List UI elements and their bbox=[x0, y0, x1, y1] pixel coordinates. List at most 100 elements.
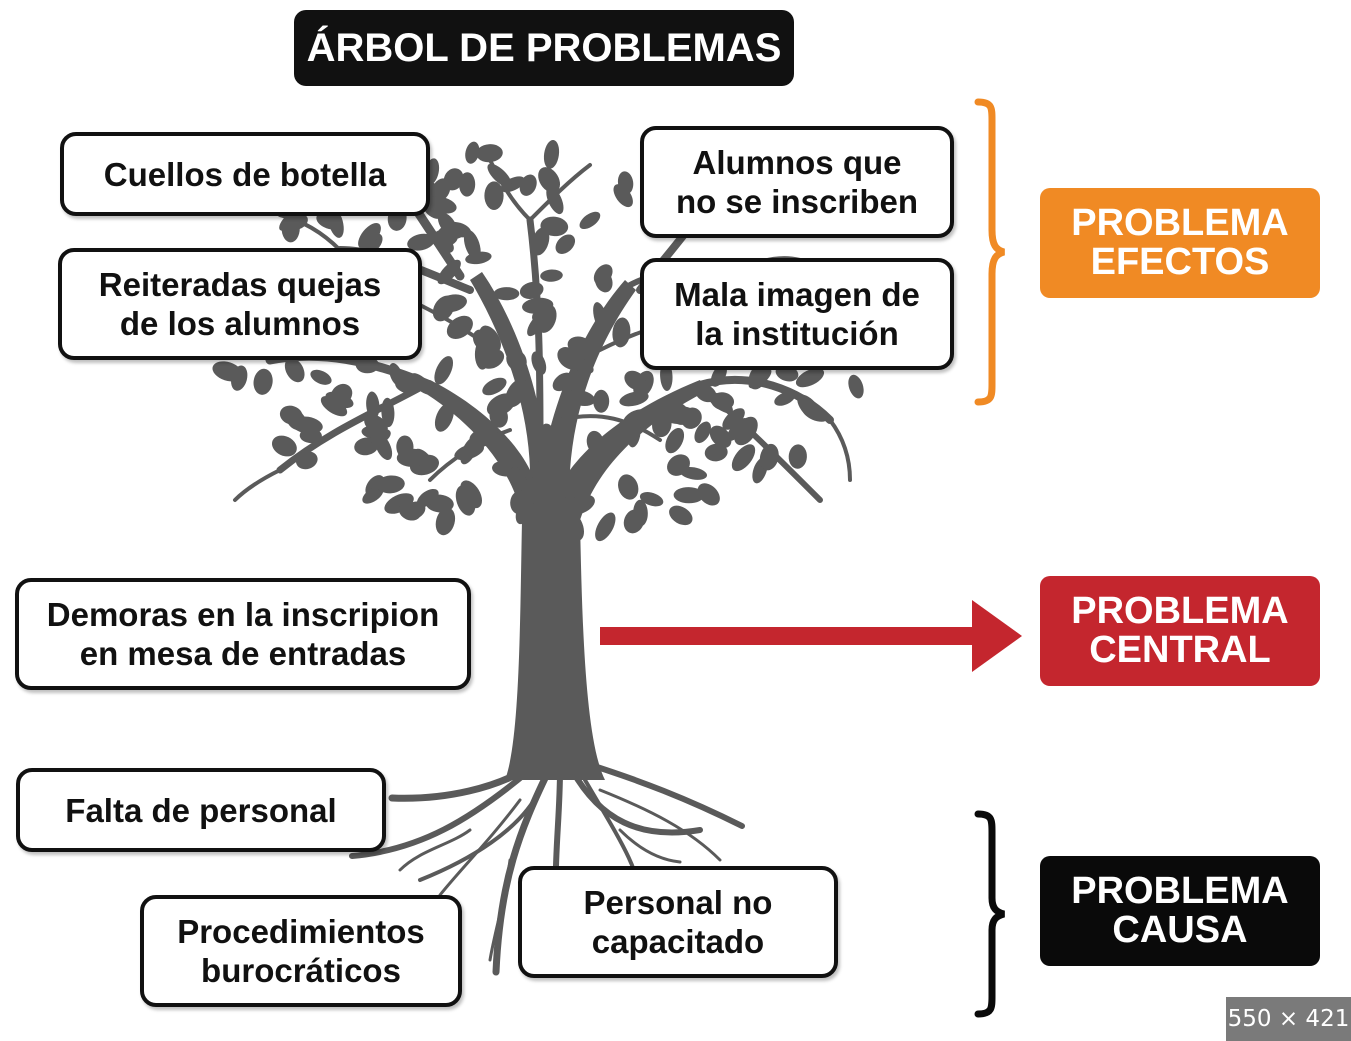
leaf bbox=[366, 391, 380, 420]
effect-box-bottlenecks: Cuellos de botella bbox=[60, 132, 430, 216]
tree-graphic bbox=[212, 138, 864, 976]
leaf bbox=[802, 406, 828, 422]
leaf bbox=[212, 361, 243, 382]
leaf bbox=[381, 397, 395, 428]
leaf bbox=[652, 411, 672, 438]
leaf bbox=[531, 351, 547, 375]
leaf bbox=[667, 454, 690, 476]
image-size-badge: 550 × 421 bbox=[1226, 997, 1351, 1041]
effects-brace bbox=[974, 98, 1006, 406]
leaf bbox=[519, 281, 544, 299]
leaf bbox=[669, 505, 693, 526]
leaf bbox=[454, 443, 485, 461]
leaf bbox=[626, 418, 641, 448]
leaf bbox=[595, 512, 616, 542]
leaf bbox=[519, 174, 537, 196]
leaf bbox=[538, 167, 561, 193]
leaf bbox=[593, 302, 609, 334]
tree-leaves bbox=[212, 140, 864, 542]
leaf bbox=[579, 211, 601, 230]
leaf bbox=[593, 389, 610, 413]
leaf bbox=[410, 373, 433, 395]
leaf bbox=[362, 486, 384, 504]
leaf bbox=[624, 370, 646, 391]
leaf bbox=[500, 176, 525, 193]
leaf bbox=[284, 357, 305, 383]
leaf bbox=[458, 172, 476, 197]
leaf bbox=[425, 196, 457, 214]
leaf bbox=[465, 141, 480, 164]
leaf bbox=[436, 294, 467, 313]
leaf bbox=[506, 349, 527, 372]
leaf bbox=[395, 376, 422, 394]
central-problem-arrow bbox=[600, 600, 1022, 672]
leaf bbox=[555, 234, 576, 254]
leaf bbox=[704, 443, 728, 462]
leaf bbox=[433, 235, 454, 254]
leaf bbox=[463, 229, 481, 260]
label-problem-cause: PROBLEMA CAUSA bbox=[1040, 856, 1320, 966]
leaf bbox=[434, 403, 454, 432]
leaf bbox=[299, 428, 322, 444]
leaf bbox=[566, 389, 596, 406]
tree-trunk bbox=[420, 272, 705, 780]
arrow-head bbox=[972, 600, 1022, 672]
leaf bbox=[484, 181, 504, 210]
diagram-title: ÁRBOL DE PROBLEMAS bbox=[294, 10, 794, 86]
leaf bbox=[310, 369, 332, 385]
leaf bbox=[396, 448, 428, 467]
leaf bbox=[540, 269, 563, 282]
leaf bbox=[434, 356, 454, 385]
leaf bbox=[554, 496, 572, 521]
leaf bbox=[731, 444, 756, 472]
leaf bbox=[295, 451, 318, 470]
leaf bbox=[435, 507, 456, 536]
leaf bbox=[694, 421, 711, 444]
leaf bbox=[476, 144, 503, 163]
cause-box-untrained-staff: Personal no capacitado bbox=[518, 866, 838, 978]
leaf bbox=[431, 178, 451, 202]
leaf bbox=[759, 443, 779, 471]
leaf bbox=[487, 163, 512, 188]
leaf bbox=[407, 233, 435, 251]
leaf bbox=[774, 391, 796, 406]
leaf bbox=[370, 429, 391, 445]
leaf bbox=[557, 347, 582, 370]
label-problem-effects: PROBLEMA EFECTOS bbox=[1040, 188, 1320, 298]
leaf bbox=[320, 395, 348, 417]
leaf bbox=[697, 483, 720, 506]
leaf bbox=[271, 435, 297, 457]
leaf bbox=[665, 427, 685, 454]
leaf bbox=[722, 408, 745, 430]
leaf bbox=[358, 222, 381, 249]
leaf bbox=[564, 511, 585, 541]
leaf bbox=[474, 339, 490, 370]
leaf bbox=[546, 186, 564, 215]
leaf bbox=[618, 474, 639, 500]
leaf bbox=[525, 476, 545, 504]
leaf bbox=[482, 377, 507, 396]
leaf bbox=[515, 496, 534, 525]
leaf bbox=[493, 287, 520, 301]
effect-box-student-complaints: Reiteradas quejas de los alumnos bbox=[58, 248, 422, 360]
cause-brace bbox=[974, 810, 1005, 1018]
leaf bbox=[709, 425, 732, 448]
leaf bbox=[639, 492, 664, 507]
leaf bbox=[505, 378, 528, 408]
leaf bbox=[706, 391, 733, 414]
leaf bbox=[376, 475, 405, 494]
leaf bbox=[788, 444, 807, 469]
leaf bbox=[848, 374, 864, 399]
cause-box-lack-of-staff: Falta de personal bbox=[16, 768, 386, 852]
leaf bbox=[612, 317, 631, 348]
leaf bbox=[437, 259, 461, 285]
leaf bbox=[279, 405, 303, 425]
arrow-shaft bbox=[600, 627, 980, 645]
leaf bbox=[535, 444, 562, 463]
label-problem-central: PROBLEMA CENTRAL bbox=[1040, 576, 1320, 686]
leaf bbox=[613, 184, 633, 208]
leaf bbox=[593, 264, 613, 285]
leaf bbox=[416, 488, 439, 508]
leaf bbox=[531, 227, 550, 256]
